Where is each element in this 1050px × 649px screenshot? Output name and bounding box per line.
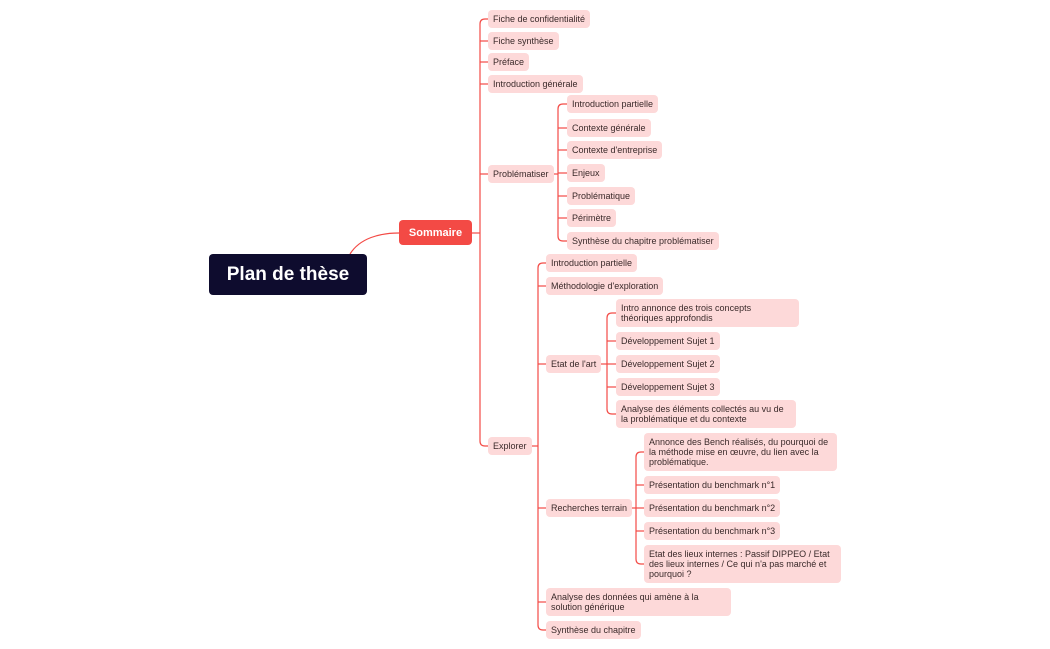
node-analyse-elements[interactable]: Analyse des éléments collectés au vu de …	[616, 400, 796, 428]
node-problematiser-intro-partielle[interactable]: Introduction partielle	[567, 95, 659, 113]
node-enjeux[interactable]: Enjeux	[567, 164, 605, 182]
sommaire-node[interactable]: Sommaire	[399, 220, 472, 245]
node-contexte-entreprise[interactable]: Contexte d'entreprise	[567, 141, 663, 159]
root-node[interactable]: Plan de thèse	[209, 254, 367, 295]
node-benchmark-3[interactable]: Présentation du benchmark n°3	[644, 522, 781, 540]
node-perimetre[interactable]: Périmètre	[567, 209, 617, 227]
node-fiche-confidentialite[interactable]: Fiche de confidentialité	[488, 10, 591, 28]
node-explorer[interactable]: Explorer	[488, 437, 532, 455]
node-problematiser[interactable]: Problématiser	[488, 165, 554, 183]
node-developpement-sujet-2[interactable]: Développement Sujet 2	[616, 355, 720, 373]
node-synthese-chapitre[interactable]: Synthèse du chapitre	[546, 621, 641, 639]
node-synthese-problematiser[interactable]: Synthèse du chapitre problématiser	[567, 232, 719, 250]
node-fiche-synthese[interactable]: Fiche synthèse	[488, 32, 559, 50]
node-benchmark-1[interactable]: Présentation du benchmark n°1	[644, 476, 781, 494]
node-etat-des-lieux[interactable]: Etat des lieux internes : Passif DIPPEO …	[644, 545, 841, 583]
node-developpement-sujet-3[interactable]: Développement Sujet 3	[616, 378, 720, 396]
node-intro-concepts[interactable]: Intro annonce des trois concepts théoriq…	[616, 299, 799, 327]
node-recherches-terrain[interactable]: Recherches terrain	[546, 499, 633, 517]
node-introduction-generale[interactable]: Introduction générale	[488, 75, 583, 93]
node-preface[interactable]: Préface	[488, 53, 530, 71]
node-benchmark-2[interactable]: Présentation du benchmark n°2	[644, 499, 781, 517]
node-etat-de-lart[interactable]: Etat de l'art	[546, 355, 602, 373]
node-analyse-donnees[interactable]: Analyse des données qui amène à la solut…	[546, 588, 731, 616]
node-methodologie-exploration[interactable]: Méthodologie d'exploration	[546, 277, 664, 295]
node-developpement-sujet-1[interactable]: Développement Sujet 1	[616, 332, 720, 350]
node-explorer-intro-partielle[interactable]: Introduction partielle	[546, 254, 638, 272]
node-problematique[interactable]: Problématique	[567, 187, 636, 205]
link-root-sommaire	[349, 232, 400, 255]
node-annonce-bench[interactable]: Annonce des Bench réalisés, du pourquoi …	[644, 433, 837, 471]
node-contexte-generale[interactable]: Contexte générale	[567, 119, 651, 137]
